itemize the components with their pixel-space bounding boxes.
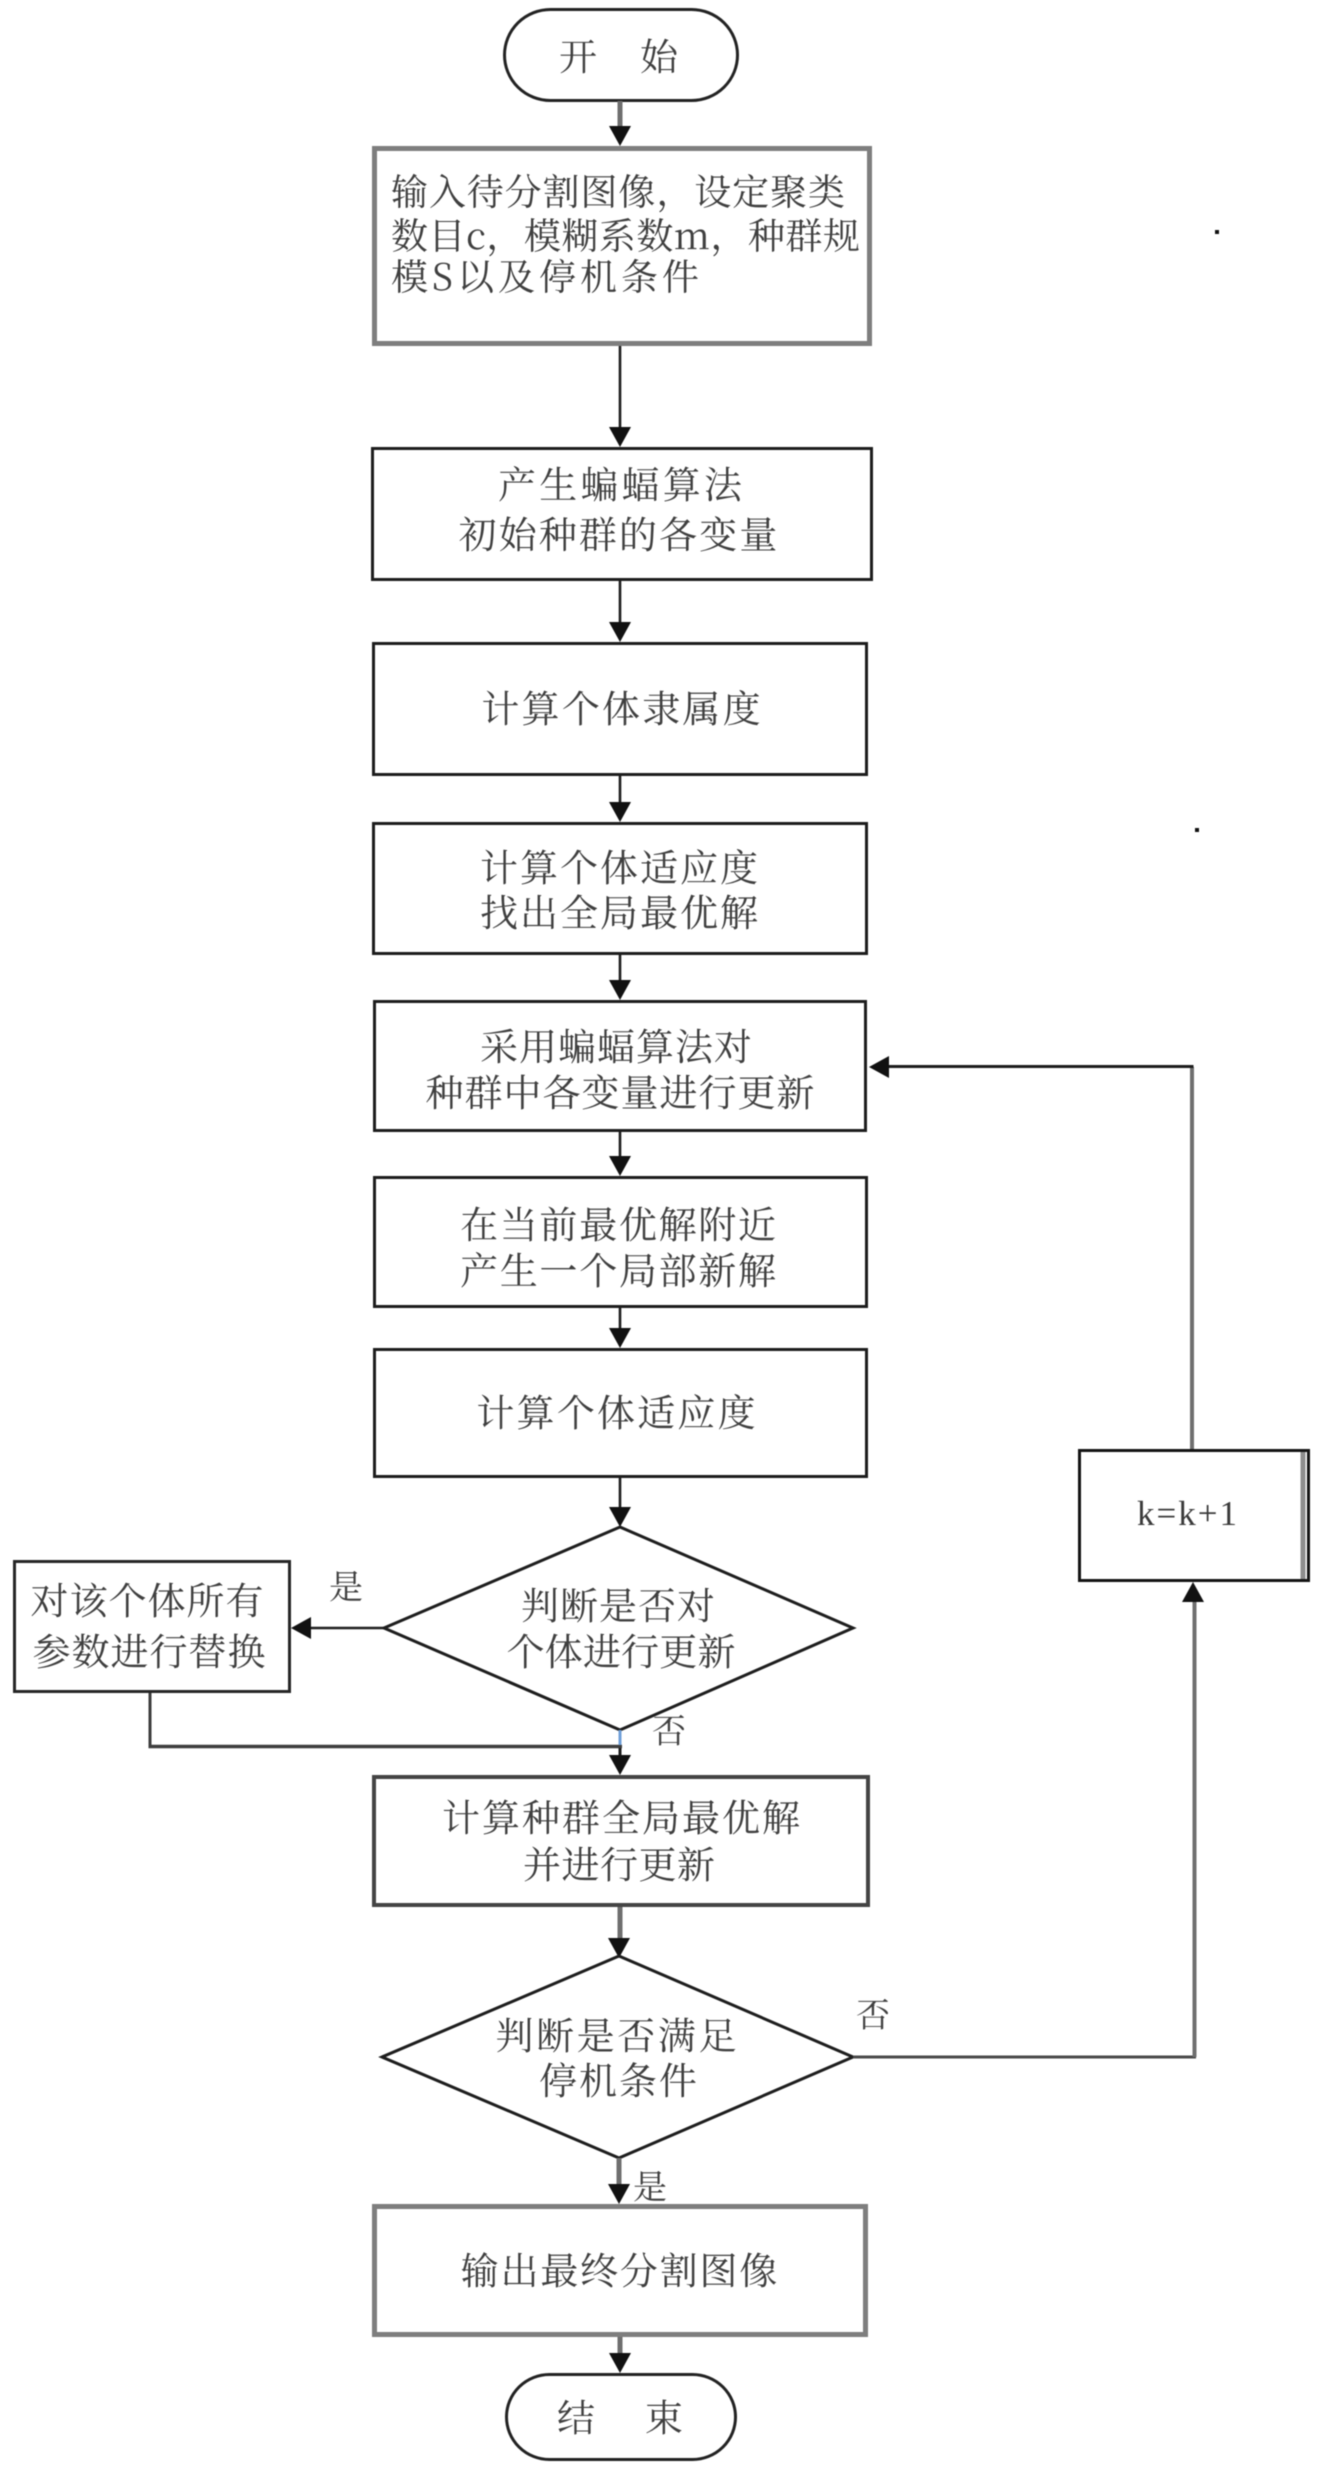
svg-text:k=k+1: k=k+1 — [1137, 1494, 1239, 1533]
